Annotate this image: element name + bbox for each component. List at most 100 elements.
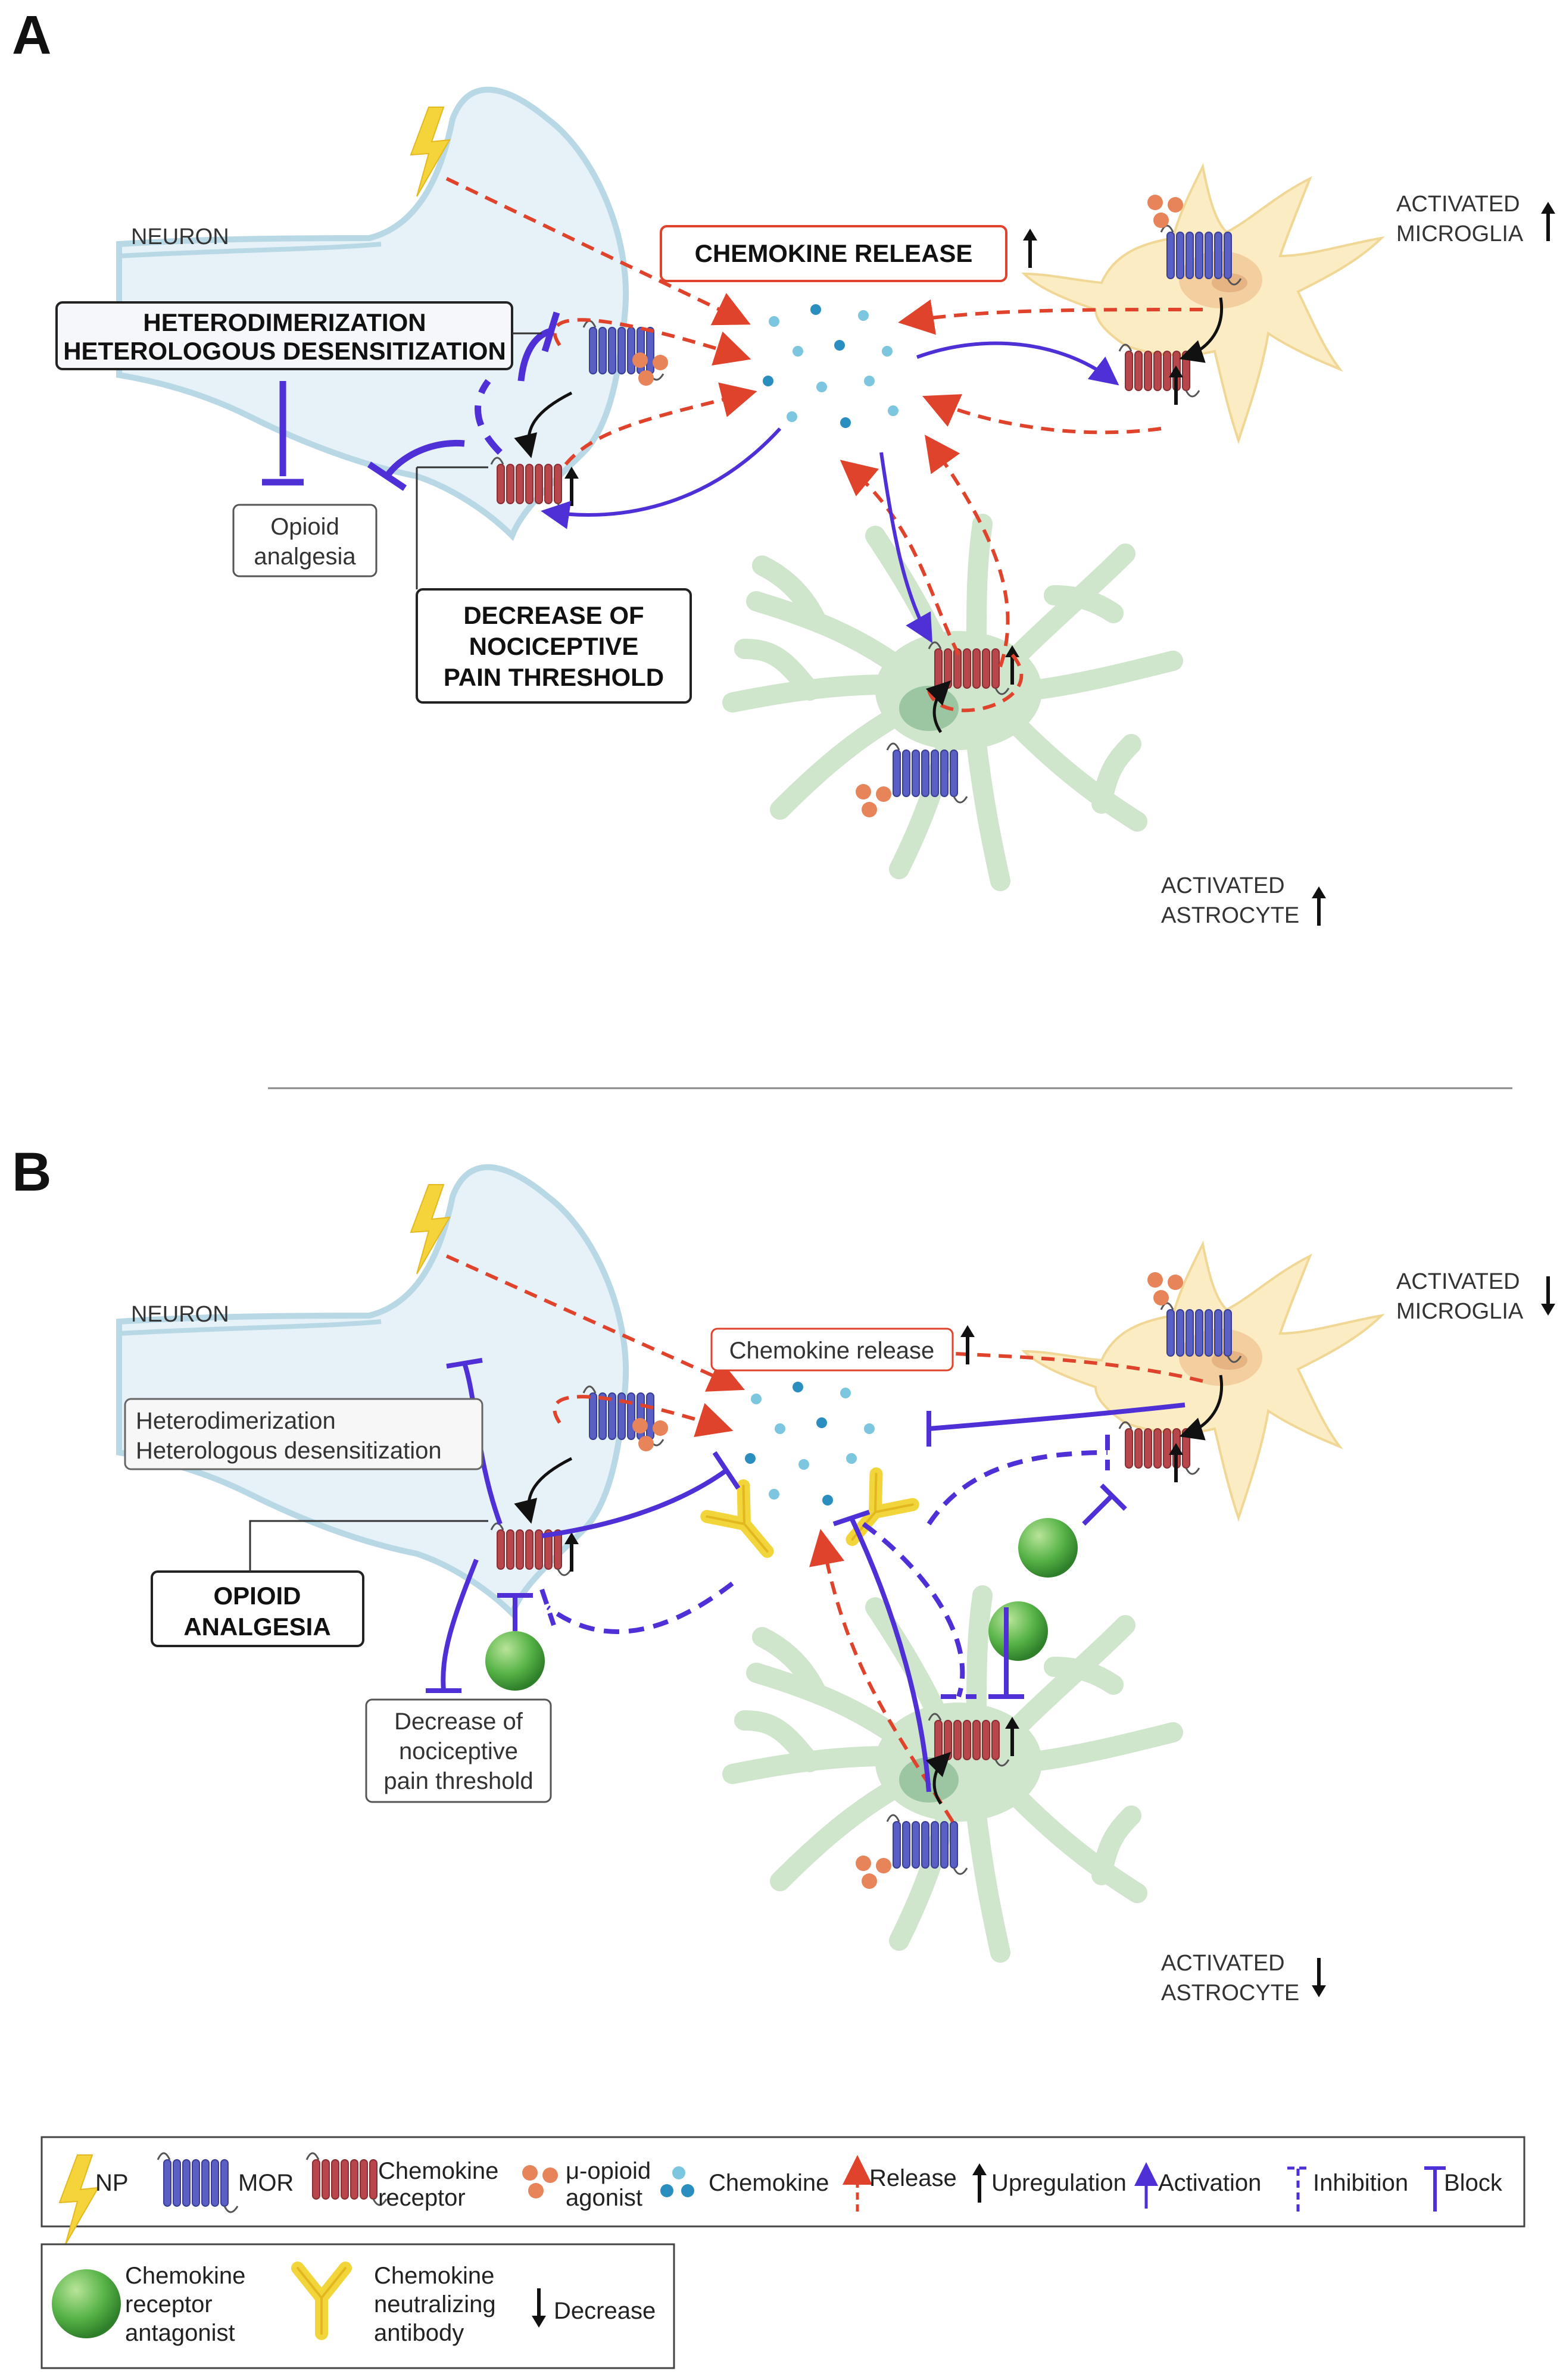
heterodimerization-box-a xyxy=(55,301,513,370)
legend-ckr-label1: Chemokine xyxy=(378,2158,498,2184)
up-arrow-release-b xyxy=(960,1325,975,1364)
internal-arrows-a xyxy=(514,297,1223,733)
legend-inhibition-icon xyxy=(1287,2166,1309,2212)
legend-agonist-label1: μ-opioid xyxy=(566,2158,651,2184)
panel-b-letter: B xyxy=(12,1142,51,1203)
chemokines-a xyxy=(763,304,899,428)
ckr-microglia-a xyxy=(1118,343,1200,398)
astrocyte-line2-a: ASTROCYTE xyxy=(1161,903,1299,928)
release-arrows-a xyxy=(445,177,1203,713)
legend-block-icon xyxy=(1424,2166,1446,2212)
antagonist-microglia-b xyxy=(1018,1518,1078,1578)
legend-antagonist-icon xyxy=(52,2269,121,2338)
activation-arrows-a xyxy=(541,341,1119,644)
legend-chemokine-label: Chemokine xyxy=(709,2170,829,2196)
ckr-astro-b xyxy=(928,1713,1010,1767)
legend-np-label: NP xyxy=(95,2170,129,2196)
legend-chemokine-icon-b xyxy=(660,2184,673,2197)
microglia-a xyxy=(1023,165,1383,442)
opioid-line2-b: ANALGESIA xyxy=(183,1613,330,1641)
opioid-line1-b: OPIOID xyxy=(213,1582,301,1610)
mor-microglia-a xyxy=(1160,224,1242,286)
legend-chemokine-icon-a xyxy=(672,2166,685,2179)
block-lines-b xyxy=(426,1358,1185,1792)
legend-agonist-label2: agonist xyxy=(566,2185,642,2211)
antagonist-neuron-b xyxy=(485,1631,545,1691)
legend-box-1 xyxy=(40,2136,1525,2228)
decrease-line3-a: PAIN THRESHOLD xyxy=(444,663,664,691)
ckr-neuron-a xyxy=(490,457,572,511)
panel-a-letter: A xyxy=(12,5,51,65)
decrease-box-b xyxy=(365,1698,552,1803)
legend-antagonist-label2: receptor xyxy=(125,2291,213,2317)
mor-neuron-b xyxy=(582,1385,664,1447)
decrease-line2-a: NOCICEPTIVE xyxy=(469,632,639,660)
inhibition-lines-b xyxy=(539,1435,1110,1699)
microglia-line2-a: MICROGLIA xyxy=(1396,221,1524,246)
ckr-astro-a xyxy=(928,641,1010,695)
microglia-line2-b: MICROGLIA xyxy=(1396,1299,1524,1324)
legend-box-2 xyxy=(40,2243,675,2369)
chemokine-release-a: CHEMOKINE RELEASE xyxy=(695,239,973,267)
mor-microglia-b xyxy=(1160,1302,1242,1363)
microglia-line1-b: ACTIVATED xyxy=(1396,1269,1520,1294)
chemokine-release-b: Chemokine release xyxy=(729,1338,935,1364)
decrease-line2-b: nociceptive xyxy=(399,1738,518,1764)
neuron-label-a: NEURON xyxy=(131,224,229,249)
legend-inhibition-label: Inhibition xyxy=(1313,2170,1408,2196)
chemokine-release-box-a xyxy=(660,225,1007,282)
legend-antibody-label3: antibody xyxy=(374,2320,464,2346)
opioid-box-a xyxy=(232,504,378,577)
legend-release-label: Release xyxy=(869,2165,957,2191)
mor-astro-b xyxy=(886,1814,968,1875)
legend-ckr-label2: receptor xyxy=(378,2185,466,2211)
decrease-box-a xyxy=(416,588,692,704)
mor-astro-a xyxy=(886,742,968,804)
chemokine-release-box-b xyxy=(710,1328,954,1372)
legend-antagonist-label3: antagonist xyxy=(125,2320,235,2346)
heterodimerization-line2-b: Heterologous desensitization xyxy=(136,1438,442,1464)
neuron-label-b: NEURON xyxy=(131,1302,229,1327)
legend-antibody-label1: Chemokine xyxy=(374,2263,494,2289)
legend-mor-icon xyxy=(157,2152,239,2213)
decrease-line1-a: DECREASE OF xyxy=(463,601,644,629)
down-arrow-astro-label-b xyxy=(1312,1958,1326,1997)
up-arrow-microglia-label-a xyxy=(1541,202,1555,241)
legend-mor-label: MOR xyxy=(238,2170,294,2196)
up-arrow-astro-label-a xyxy=(1312,886,1326,926)
opioid-box-b xyxy=(151,1570,364,1647)
legend-decrease-label: Decrease xyxy=(554,2298,656,2324)
antibody-2-b xyxy=(834,1474,913,1555)
opioid-line1-a: Opioid xyxy=(270,514,339,540)
legend-antagonist-label1: Chemokine xyxy=(125,2263,245,2289)
decrease-line3-b: pain threshold xyxy=(383,1768,533,1794)
chemokines-b xyxy=(745,1382,881,1506)
agonist-astro-b xyxy=(856,1856,891,1889)
agonist-astro-a xyxy=(856,784,891,817)
legend-activation-label: Activation xyxy=(1158,2170,1261,2196)
heterodimerization-line2-a: HETEROLOGOUS DESENSITIZATION xyxy=(63,337,506,365)
up-arrow-release-a xyxy=(1023,229,1037,268)
astrocyte-line1-a: ACTIVATED xyxy=(1161,873,1285,898)
astrocyte-b xyxy=(732,1595,1173,1953)
legend-chemokine-icon-c xyxy=(681,2184,694,2197)
microglia-line1-a: ACTIVATED xyxy=(1396,192,1520,217)
opioid-line2-a: analgesia xyxy=(254,544,356,570)
heterodimerization-line1-b: Heterodimerization xyxy=(136,1408,336,1434)
decrease-line1-b: Decrease of xyxy=(394,1709,523,1735)
legend-upregulation-label: Upregulation xyxy=(991,2170,1127,2196)
ckr-microglia-b xyxy=(1118,1421,1200,1475)
astrocyte-line1-b: ACTIVATED xyxy=(1161,1951,1285,1976)
legend-block-label: Block xyxy=(1444,2170,1503,2196)
astrocyte-a xyxy=(732,524,1173,881)
legend-antibody-label2: neutralizing xyxy=(374,2291,496,2317)
block-lines-a xyxy=(262,311,560,491)
heterodimerization-box-b xyxy=(124,1398,483,1470)
legend-ckr-icon xyxy=(305,2152,388,2206)
astrocyte-line2-b: ASTROCYTE xyxy=(1161,1981,1299,2006)
down-arrow-microglia-label-b xyxy=(1541,1276,1555,1316)
internal-arrows-b xyxy=(514,1375,1223,1805)
heterodimerization-line1-a: HETERODIMERIZATION xyxy=(143,308,426,336)
